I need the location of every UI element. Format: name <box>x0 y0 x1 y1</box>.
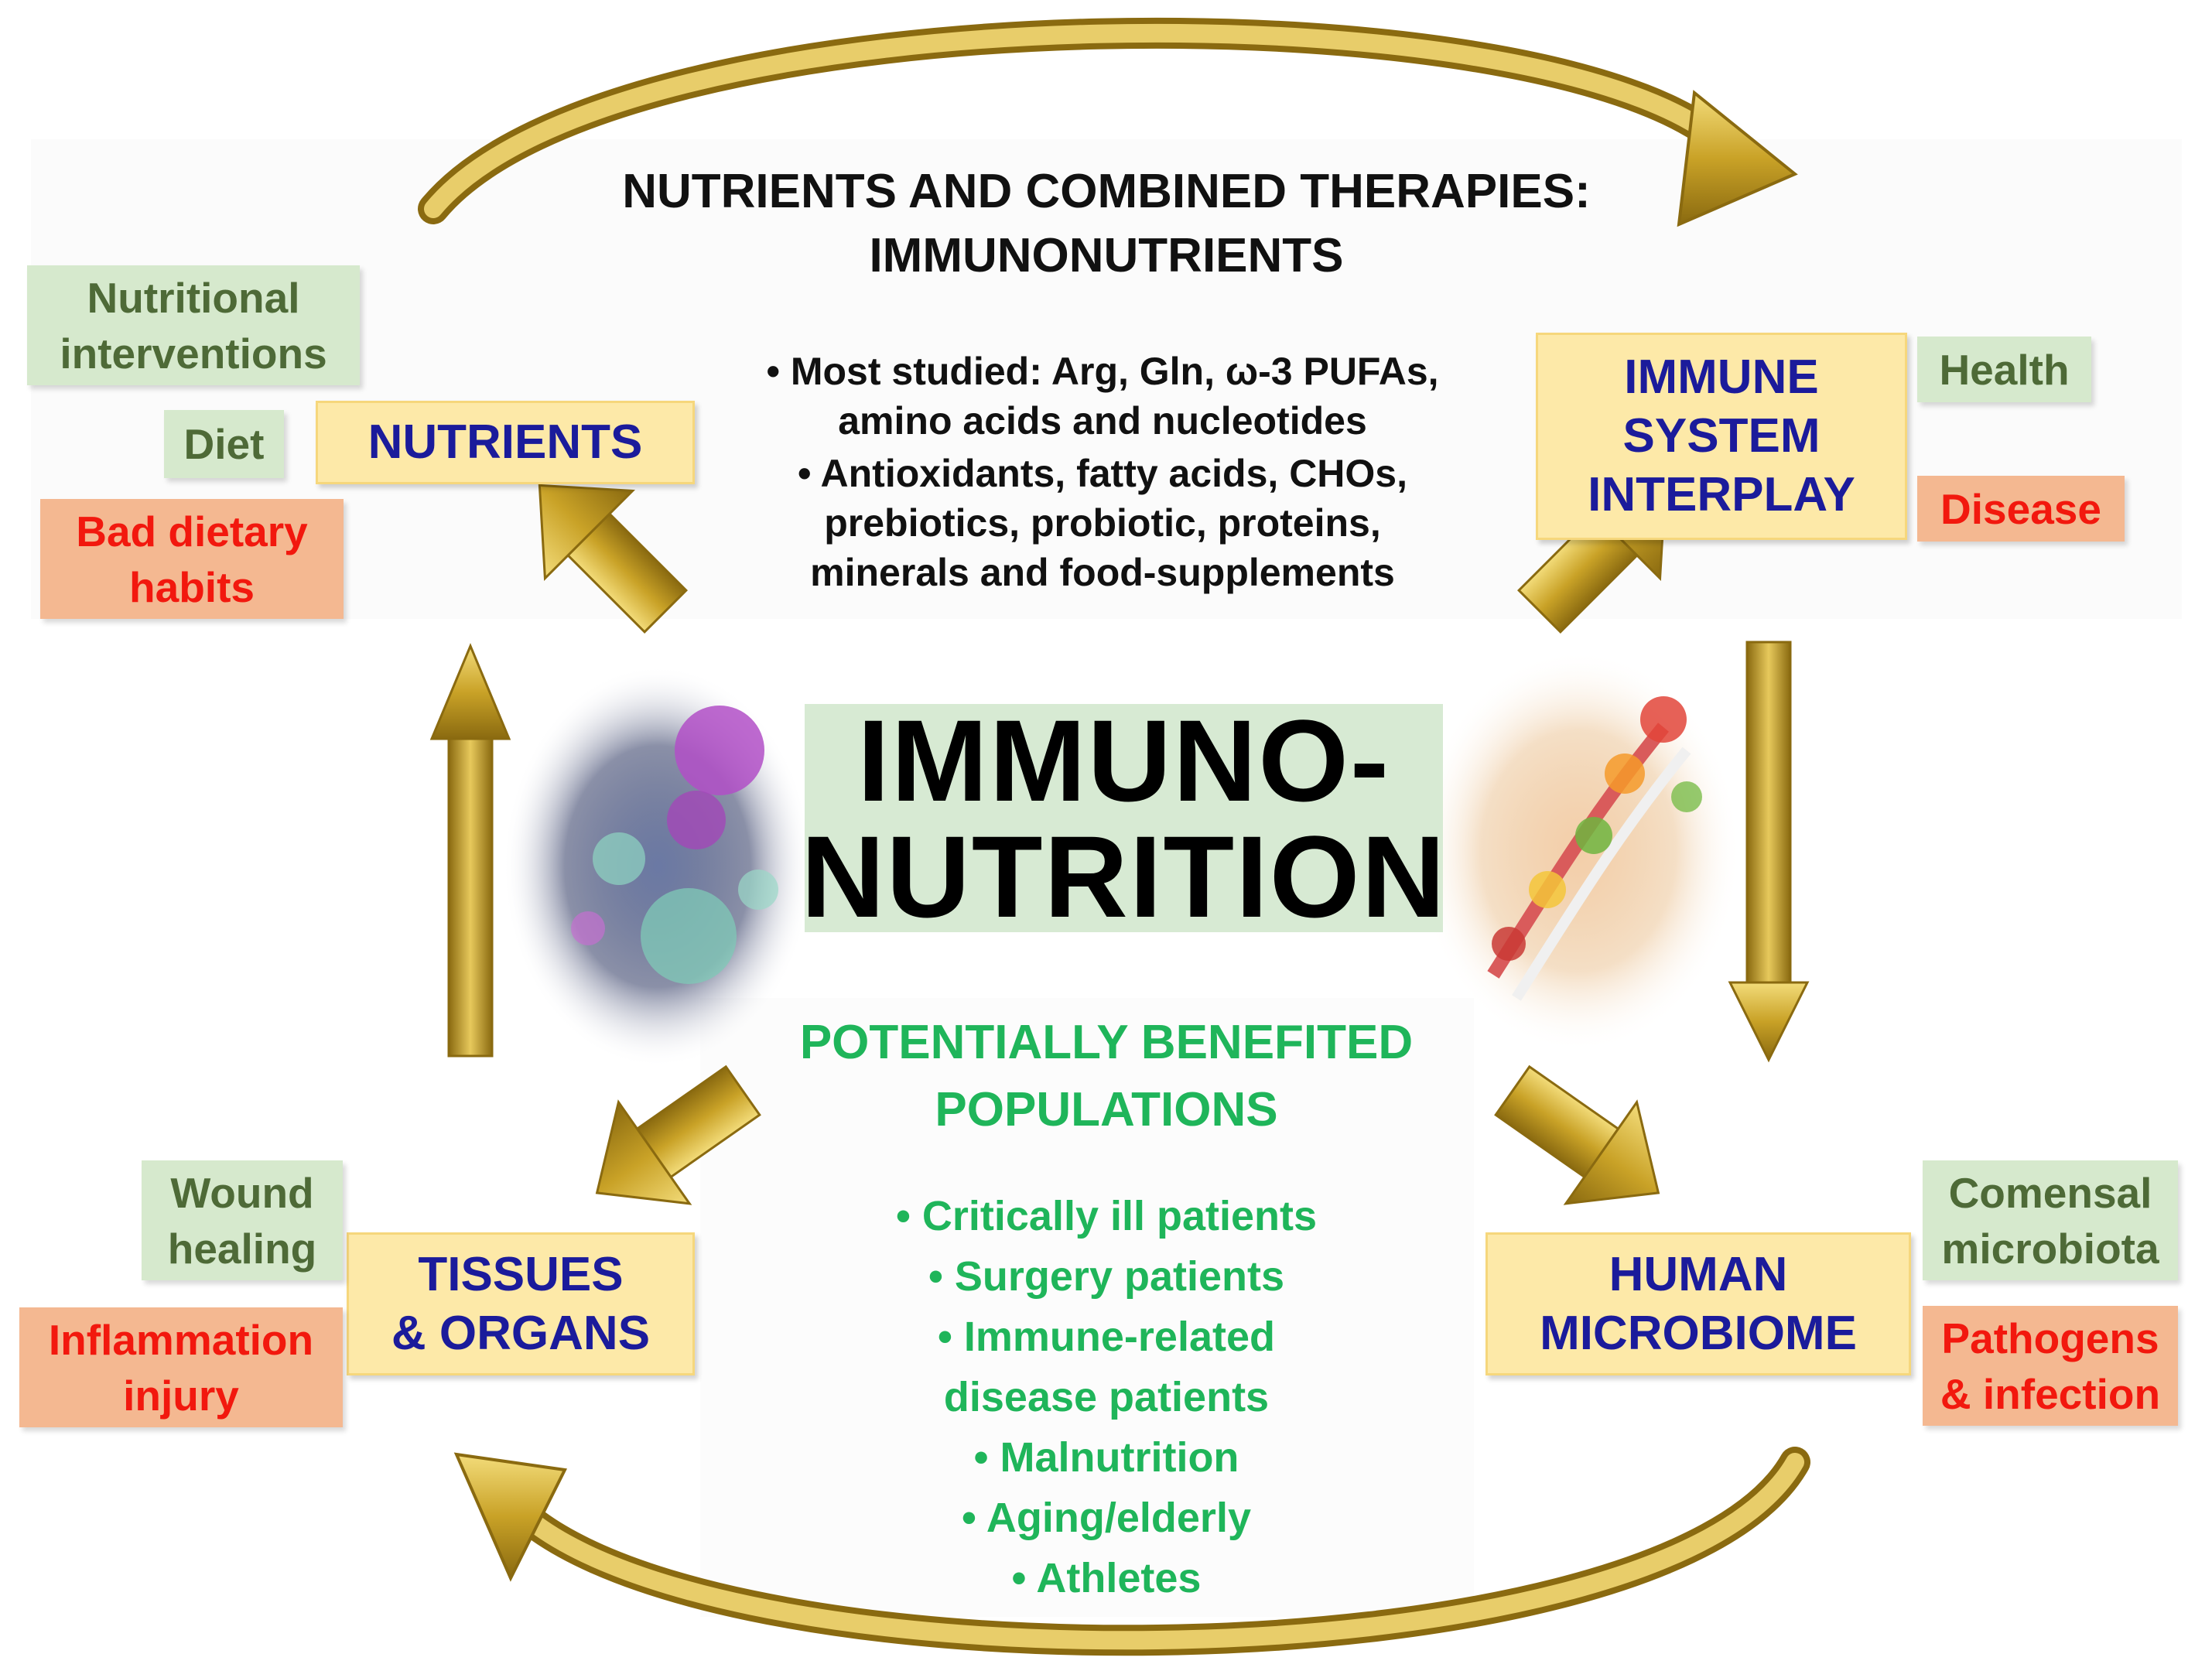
node-microbiome-line: HUMAN <box>1609 1247 1788 1301</box>
label-line: Nutritional <box>87 273 300 322</box>
label-line: Bad dietary <box>76 507 308 555</box>
left-up-arrow <box>429 643 511 1058</box>
center-title-line1: IMMUNO- <box>857 695 1390 825</box>
label-line: microbiota <box>1941 1224 2159 1273</box>
nutrients-list-item: prebiotics, probiotic, proteins, <box>824 501 1381 545</box>
label-line: interventions <box>60 329 327 378</box>
population-item: • Aging/elderly <box>962 1495 1251 1541</box>
nutrients-list-item: • Most studied: Arg, Gln, ω-3 PUFAs, <box>766 350 1439 393</box>
label-line: Wound <box>170 1168 314 1217</box>
label-line: healing <box>167 1224 317 1273</box>
label-health: Health <box>1917 337 2091 402</box>
label-line: injury <box>123 1371 239 1420</box>
arrow-to-microbiome <box>1494 1064 1660 1205</box>
label-line: Disease <box>1940 484 2101 533</box>
label-line: Health <box>1939 345 2070 394</box>
nutrients-list-item: • Antioxidants, fatty acids, CHOs, <box>797 452 1407 495</box>
node-tissues-organs: TISSUES & ORGANS <box>347 1232 695 1375</box>
node-human-microbiome: HUMAN MICROBIOME <box>1485 1232 1911 1375</box>
label-disease: Disease <box>1917 476 2125 542</box>
main-title-line2: IMMUNONUTRIENTS <box>869 229 1344 282</box>
populations-title-line1: POTENTIALLY BENEFITED <box>799 1016 1414 1069</box>
node-nutrients: NUTRIENTS <box>316 401 695 484</box>
label-nutritional-interventions: Nutritional interventions <box>27 265 360 385</box>
node-tissues-line: & ORGANS <box>391 1306 651 1360</box>
label-line: Pathogens <box>1941 1314 2159 1362</box>
node-immune-line: IMMUNE <box>1624 350 1819 404</box>
label-comensal-microbiota: Comensal microbiota <box>1923 1160 2178 1280</box>
label-wound-healing: Wound healing <box>142 1160 343 1280</box>
label-diet: Diet <box>164 410 284 478</box>
bottom-curved-arrow <box>453 1447 1810 1656</box>
population-item: • Critically ill patients <box>895 1193 1318 1239</box>
node-immune-line: INTERPLAY <box>1588 468 1855 521</box>
node-microbiome-line: MICROBIOME <box>1540 1306 1857 1360</box>
node-immune-line: SYSTEM <box>1622 409 1821 463</box>
label-inflammation-injury: Inflammation injury <box>19 1307 343 1427</box>
label-line: habits <box>129 562 255 611</box>
immunonutrition-center-box: IMMUNO- NUTRITION <box>801 695 1445 935</box>
main-title-line1: NUTRIENTS AND COMBINED THERAPIES: <box>622 165 1591 218</box>
right-down-arrow <box>1728 641 1810 1063</box>
label-line: Inflammation <box>48 1315 314 1364</box>
population-item: • Surgery patients <box>928 1253 1285 1300</box>
nutrients-list-item: amino acids and nucleotides <box>838 399 1367 443</box>
nutrients-list-item: minerals and food-supplements <box>810 551 1395 594</box>
population-item: • Athletes <box>1011 1555 1202 1601</box>
label-line: & infection <box>1940 1369 2161 1418</box>
microbes-image <box>503 665 812 1068</box>
node-tissues-line: TISSUES <box>418 1247 624 1301</box>
dna-food-image <box>1416 650 1741 1052</box>
population-item: • Malnutrition <box>973 1434 1239 1481</box>
population-item: disease patients <box>943 1374 1270 1420</box>
top-curved-arrow <box>418 17 1798 227</box>
label-bad-dietary-habits: Bad dietary habits <box>40 499 344 619</box>
node-immune-system-interplay: IMMUNE SYSTEM INTERPLAY <box>1536 333 1907 540</box>
bottom-panel <box>700 998 1474 1617</box>
label-line: Comensal <box>1948 1168 2152 1217</box>
populations-title-line2: POPULATIONS <box>935 1083 1278 1136</box>
label-pathogens-infection: Pathogens & infection <box>1923 1306 2178 1426</box>
arrow-to-tissues <box>595 1064 761 1205</box>
population-item: • Immune-related <box>937 1314 1275 1360</box>
node-nutrients-label: NUTRIENTS <box>368 415 643 469</box>
center-title-line2: NUTRITION <box>801 811 1447 941</box>
arrow-to-nutrients <box>538 484 688 634</box>
label-line: Diet <box>183 420 265 468</box>
